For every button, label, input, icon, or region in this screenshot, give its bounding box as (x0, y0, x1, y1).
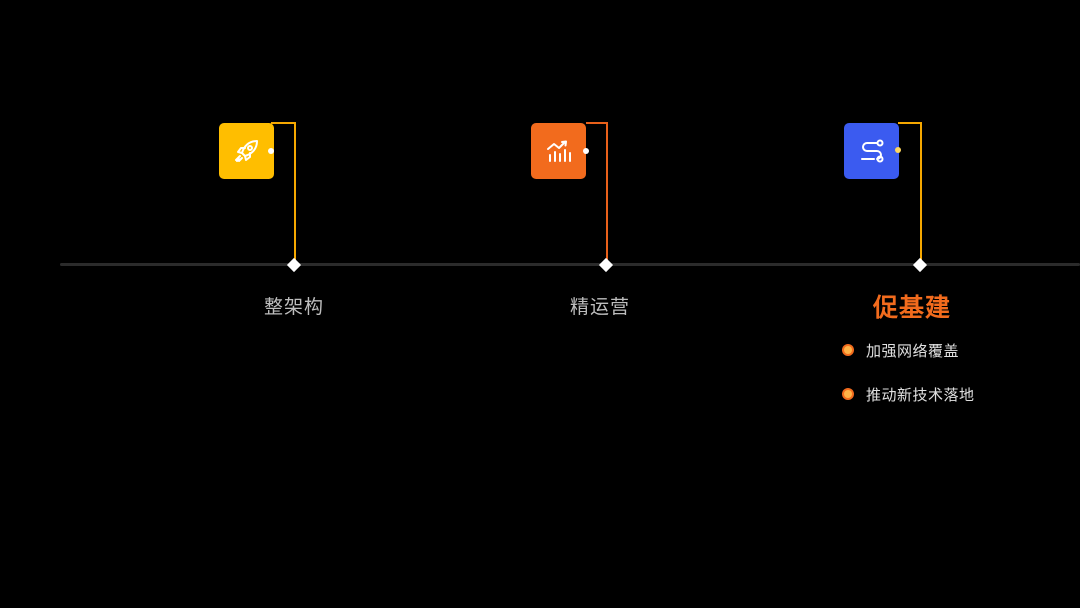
step-3-icon-dot (895, 147, 901, 153)
bullet-icon (844, 346, 852, 354)
step-2-node[interactable] (598, 257, 614, 273)
step-2-connector-top (586, 122, 607, 124)
bar-chart-trend-icon (546, 140, 571, 162)
step-3-connector (920, 122, 922, 262)
step-3-detail-list: 加强网络覆盖 推动新技术落地 (844, 336, 975, 424)
step-3-connector-top (898, 122, 921, 124)
bullet-icon (844, 390, 852, 398)
step-2-label: 精运营 (569, 296, 630, 318)
step-3-node[interactable] (912, 257, 928, 273)
detail-text: 推动新技术落地 (866, 385, 975, 404)
timeline-line (60, 263, 1080, 266)
step-3-icon-tile[interactable] (844, 123, 899, 179)
step-2-connector (606, 122, 608, 262)
list-item: 加强网络覆盖 (844, 336, 975, 364)
step-1-connector-top (271, 122, 295, 124)
list-item: 推动新技术落地 (844, 380, 975, 408)
step-2-icon-dot (583, 148, 589, 154)
step-1-icon-dot (268, 148, 274, 154)
step-1-icon-tile[interactable] (219, 123, 274, 179)
step-1-label: 整架构 (263, 296, 324, 318)
step-3-label: 促基建 (872, 293, 951, 322)
step-2-icon-tile[interactable] (531, 123, 586, 179)
rocket-icon (234, 140, 258, 162)
step-1-node[interactable] (286, 257, 302, 273)
detail-text: 加强网络覆盖 (866, 341, 960, 360)
step-1-connector (294, 122, 296, 262)
route-icon (860, 139, 883, 163)
